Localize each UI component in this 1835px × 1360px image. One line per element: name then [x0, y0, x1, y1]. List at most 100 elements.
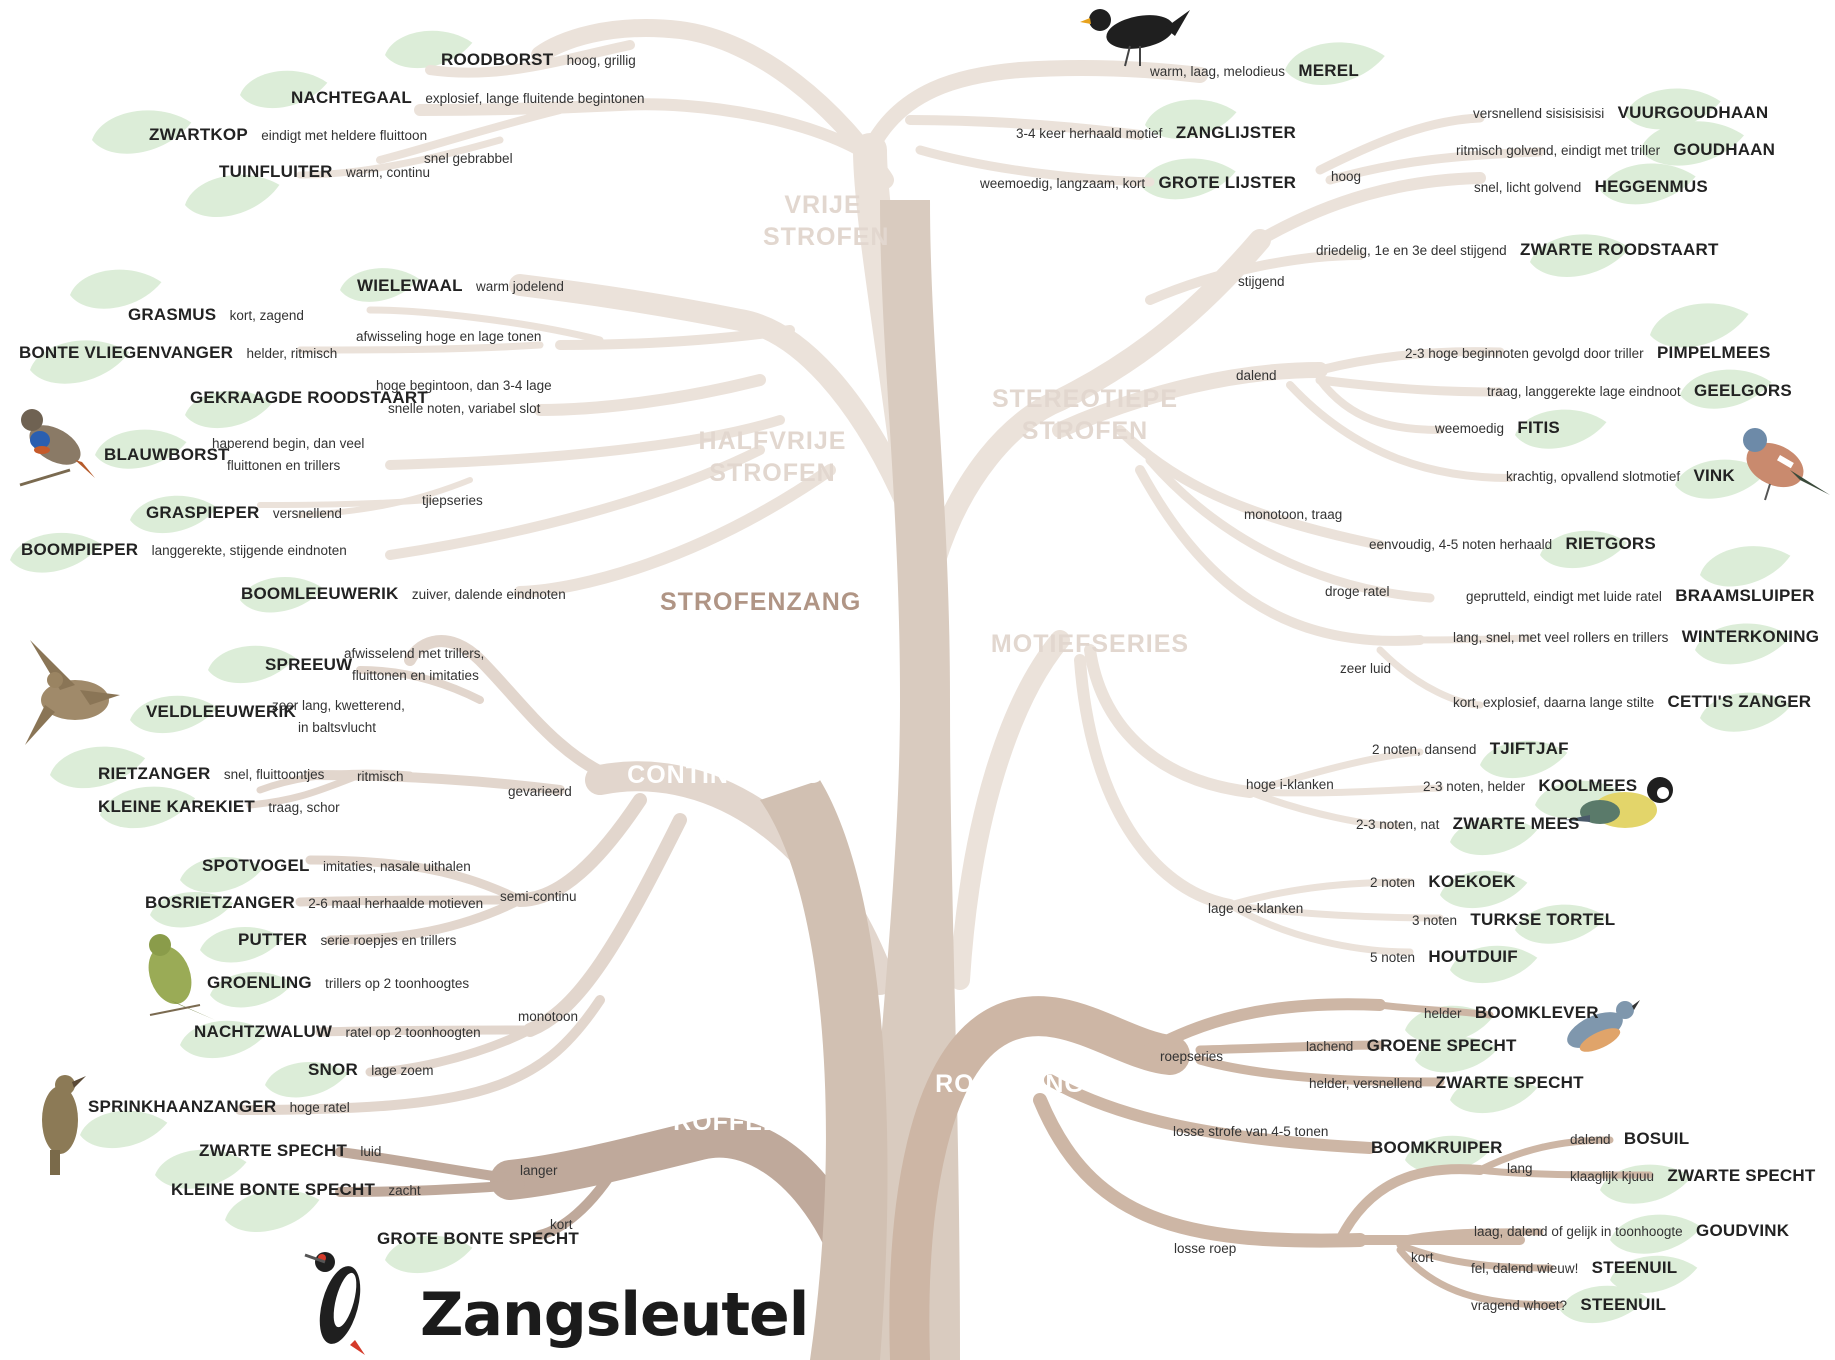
bird-koolmees: 2-3 noten, helder KOOLMEES — [1423, 777, 1637, 795]
blackbird-icon — [1080, 9, 1190, 67]
bird-name: BRAAMSLUIPER — [1675, 586, 1815, 605]
bird-description: geprutteld, eindigt met luide ratel — [1466, 589, 1662, 604]
bird-name: FITIS — [1517, 418, 1560, 437]
bird-heggenmus: snel, licht golvend HEGGENMUS — [1474, 178, 1708, 196]
bird-name: NACHTZWALUW — [194, 1022, 333, 1041]
bird-description: 2 noten — [1370, 875, 1416, 890]
bird-pimpelmees: 2-3 hoge beginnoten gevolgd door triller… — [1405, 344, 1770, 362]
bird-description: explosief, lange fluitende begintonen — [425, 91, 645, 106]
bird-name: KOOLMEES — [1538, 776, 1638, 795]
bird-snor: SNOR lage zoem — [308, 1061, 434, 1079]
branch-losse-strofe: losse strofe van 4-5 tonen — [1173, 1124, 1329, 1139]
category-vrije-strofen-1: VRIJE — [784, 191, 862, 219]
category-roffels: ROFFELS — [673, 1108, 797, 1136]
bird-zanglijster: 3-4 keer herhaald motief ZANGLIJSTER — [1016, 124, 1296, 142]
bird-name: BOOMLEEUWERIK — [241, 584, 399, 603]
greenfinch-icon — [148, 934, 215, 1020]
bird-name: HEGGENMUS — [1594, 177, 1708, 196]
bird-braamsluiper: geprutteld, eindigt met luide ratel BRAA… — [1466, 587, 1815, 605]
bird-description: laag, dalend of gelijk in toonhoogte — [1474, 1224, 1683, 1239]
bird-description: lang, snel, met veel rollers en trillers — [1453, 630, 1669, 645]
bird-geelgors: traag, langgerekte lage eindnoot GEELGOR… — [1487, 382, 1792, 400]
bird-name: NACHTEGAAL — [291, 88, 412, 107]
bird-name: BOOMPIEPER — [21, 540, 139, 559]
bird-description: versnellend sisisisisisi — [1473, 106, 1605, 121]
bird-groene-specht: lachend GROENE SPECHT — [1306, 1037, 1517, 1055]
bird-name: GRASMUS — [128, 305, 217, 324]
bluethroat-icon — [19, 409, 95, 487]
bird-description: 2-6 maal herhaalde motieven — [308, 896, 484, 911]
bird-description: 5 noten — [1370, 950, 1416, 965]
bird-kleine-karekiet: KLEINE KAREKIET traag, schor — [98, 798, 340, 816]
bird-rietgors: eenvoudig, 4-5 noten herhaald RIETGORS — [1369, 535, 1656, 553]
bird-name: TUINFLUITER — [219, 162, 333, 181]
great-spotted-woodpecker-icon — [304, 1252, 365, 1355]
bird-gekraagde-roodstaart-desc2: snelle noten, variabel slot — [388, 401, 541, 416]
category-vrije-strofen-2: STROFEN — [763, 223, 890, 251]
bird-name: ZWARTE SPECHT — [199, 1141, 348, 1160]
bird-description: lage zoem — [371, 1063, 434, 1078]
great-tit-icon — [1565, 777, 1673, 828]
bird-spreeuw-desc1: afwisselend met trillers, — [344, 646, 485, 661]
bird-name: SPOTVOGEL — [202, 856, 310, 875]
bird-description: warm, continu — [345, 165, 431, 180]
bird-description: klaaglijk kjuuu — [1570, 1169, 1655, 1184]
bird-description: 3-4 keer herhaald motief — [1016, 126, 1163, 141]
bird-description: fel, dalend wieuw! — [1471, 1261, 1579, 1276]
roepzang-branches — [889, 996, 1654, 1360]
branch-hoog: hoog — [1331, 169, 1362, 184]
category-stereotiepe-strofen-2: STROFEN — [1021, 417, 1149, 445]
bird-name: BOSUIL — [1623, 1129, 1690, 1148]
bird-zwarte-specht-roep: helder, versnellend ZWARTE SPECHT — [1309, 1074, 1584, 1092]
bird-name: VUURGOUDHAAN — [1617, 103, 1769, 122]
bird-description: warm jodelend — [476, 279, 564, 294]
bird-description: traag, schor — [268, 800, 340, 815]
bird-cettis-zanger: kort, explosief, daarna lange stilte CET… — [1453, 693, 1811, 711]
branch-ritmisch: ritmisch — [357, 769, 404, 784]
bird-description: helder — [1424, 1006, 1462, 1021]
bird-blauwborst-name: BLAUWBORST — [104, 445, 229, 464]
bird-groenling: GROENLING trillers op 2 toonhoogtes — [207, 974, 469, 992]
bird-description: snel, licht golvend — [1474, 180, 1582, 195]
bird-description: hoge ratel — [289, 1100, 350, 1115]
bird-grasmus: GRASMUS kort, zagend — [128, 306, 304, 324]
bird-description: ritmisch golvend, eindigt met triller — [1456, 143, 1661, 158]
bird-name: KOEKOEK — [1428, 872, 1516, 891]
bird-grote-bonte-specht: GROTE BONTE SPECHT — [377, 1229, 579, 1248]
bird-description: traag, langgerekte lage eindnoot — [1487, 384, 1681, 399]
bird-name: ZWARTE SPECHT — [1667, 1166, 1816, 1185]
bird-winterkoning: lang, snel, met veel rollers en trillers… — [1453, 628, 1819, 646]
bird-name: GRASPIEPER — [146, 503, 260, 522]
bird-description: dalend — [1570, 1132, 1611, 1147]
bird-turkse-tortel: 3 noten TURKSE TORTEL — [1412, 911, 1615, 929]
bird-description: imitaties, nasale uithalen — [322, 859, 471, 874]
bird-boomklever: helder BOOMKLEVER — [1424, 1004, 1599, 1022]
bird-zwarte-roodstaart: driedelig, 1e en 3e deel stijgend ZWARTE… — [1316, 241, 1719, 259]
category-continuzang: CONTINUZANG — [627, 761, 823, 789]
bird-description: weemoedig, langzaam, kort — [980, 176, 1146, 191]
page-title: Zangsleutel — [420, 1280, 809, 1350]
bird-bonte-vliegenvanger: BONTE VLIEGENVANGER helder, ritmisch — [19, 344, 337, 362]
bird-nachtzwaluw: NACHTZWALUW ratel op 2 toonhoogten — [194, 1023, 481, 1041]
bird-description: eenvoudig, 4-5 noten herhaald — [1369, 537, 1553, 552]
bird-wielewaal: WIELEWAAL warm jodelend — [357, 277, 564, 295]
bird-name: SNOR — [308, 1060, 358, 1079]
bird-description: 2 noten, dansend — [1372, 742, 1477, 757]
skylark-icon — [25, 640, 120, 745]
branch-losse-roep: losse roep — [1174, 1241, 1237, 1256]
bird-name: ZWARTE MEES — [1452, 814, 1580, 833]
bird-name: GROENLING — [207, 973, 312, 992]
branch-roepseries: roepseries — [1160, 1049, 1224, 1064]
bird-description: hoog, grillig — [566, 53, 636, 68]
bird-description: 3 noten — [1412, 913, 1458, 928]
branch-droge-ratel: droge ratel — [1325, 584, 1390, 599]
bird-name: HOUTDUIF — [1428, 947, 1518, 966]
category-halfvrije-strofen-2: STROFEN — [709, 459, 836, 487]
bird-merel: warm, laag, melodieus MEREL — [1150, 62, 1359, 80]
bird-name: ZANGLIJSTER — [1175, 123, 1296, 142]
bird-name: PUTTER — [238, 930, 308, 949]
category-halfvrije-strofen-1: HALFVRIJE — [698, 427, 847, 455]
bird-name: GOUDHAAN — [1673, 140, 1776, 159]
bird-name: ZWARTE ROODSTAART — [1520, 240, 1719, 259]
grasshopper-warbler-icon — [42, 1075, 86, 1175]
